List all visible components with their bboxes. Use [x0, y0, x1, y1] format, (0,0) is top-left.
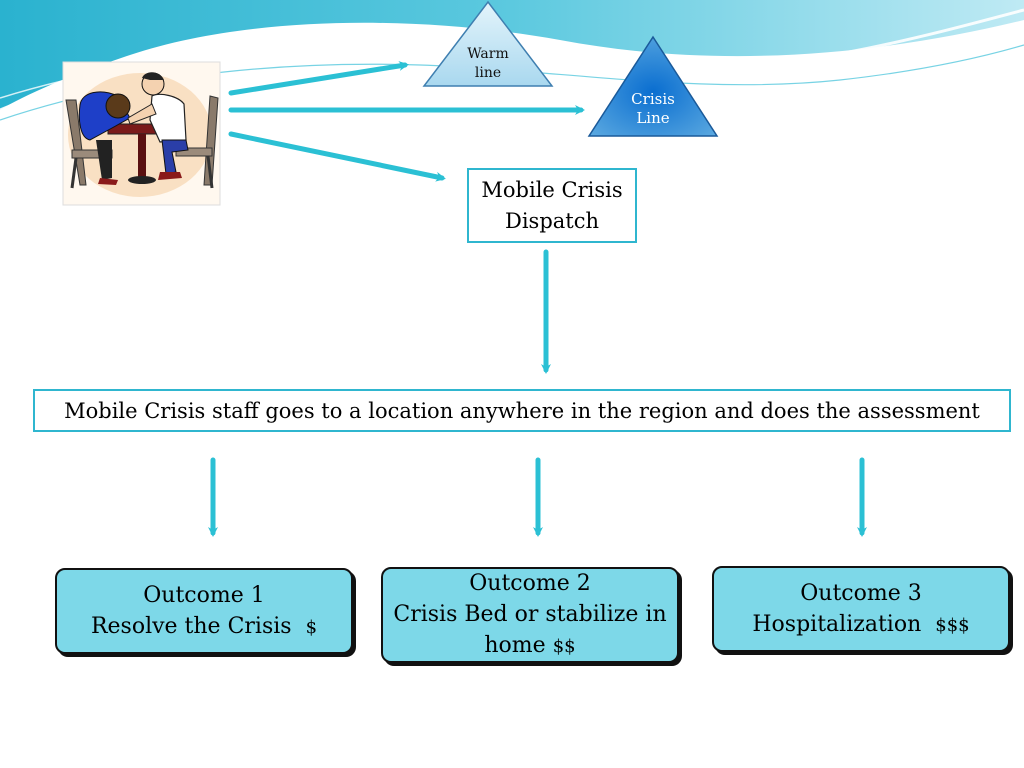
outcome-2-text-line2: home	[484, 633, 546, 658]
warm-line-triangle	[422, 0, 554, 87]
outcome-2-title: Outcome 2	[469, 571, 591, 596]
crisis-line-triangle	[587, 35, 719, 137]
outcome-2-text-line1: Crisis Bed or stabilize in	[393, 602, 667, 627]
mobile-crisis-dispatch-box: Mobile Crisis Dispatch	[467, 168, 637, 243]
warm-line-label-line2: line	[474, 65, 502, 81]
outcome-3-title: Outcome 3	[800, 580, 922, 606]
dispatch-line1: Mobile Crisis	[481, 177, 623, 202]
arrow-to-warm-line	[228, 61, 409, 96]
crisis-line-label: Crisis Line	[626, 90, 680, 128]
dispatch-line2: Dispatch	[504, 208, 600, 233]
assessment-text: Mobile Crisis staff goes to a location a…	[64, 398, 980, 423]
two-people-at-table-icon	[62, 61, 221, 206]
arrow-to-dispatch	[228, 131, 446, 182]
outcome-1-box: Outcome 1 Resolve the Crisis $	[55, 568, 353, 654]
outcome-2-text-row: home $$	[484, 630, 575, 662]
assessment-box: Mobile Crisis staff goes to a location a…	[33, 389, 1011, 432]
outcome-3-cost: $$$	[935, 614, 970, 636]
crisis-line-label-line2: Line	[636, 109, 670, 127]
outcome-1-title: Outcome 1	[143, 582, 265, 608]
outcome-3-text-row: Hospitalization $$$	[752, 609, 969, 641]
crisis-line-label-line1: Crisis	[631, 90, 675, 108]
outcome-2-box: Outcome 2 Crisis Bed or stabilize in hom…	[381, 567, 679, 663]
warm-line-label: Warm line	[462, 45, 514, 83]
outcome-1-text-row: Resolve the Crisis $	[91, 611, 317, 643]
outcome-1-cost: $	[305, 616, 318, 638]
outcome-1-text: Resolve the Crisis	[90, 613, 292, 639]
warm-line-label-line1: Warm	[467, 46, 509, 62]
outcome-3-box: Outcome 3 Hospitalization $$$	[712, 566, 1010, 652]
outcome-3-text: Hospitalization	[752, 611, 922, 637]
outcome-2-cost: $$	[552, 636, 576, 657]
arrows	[208, 61, 867, 537]
